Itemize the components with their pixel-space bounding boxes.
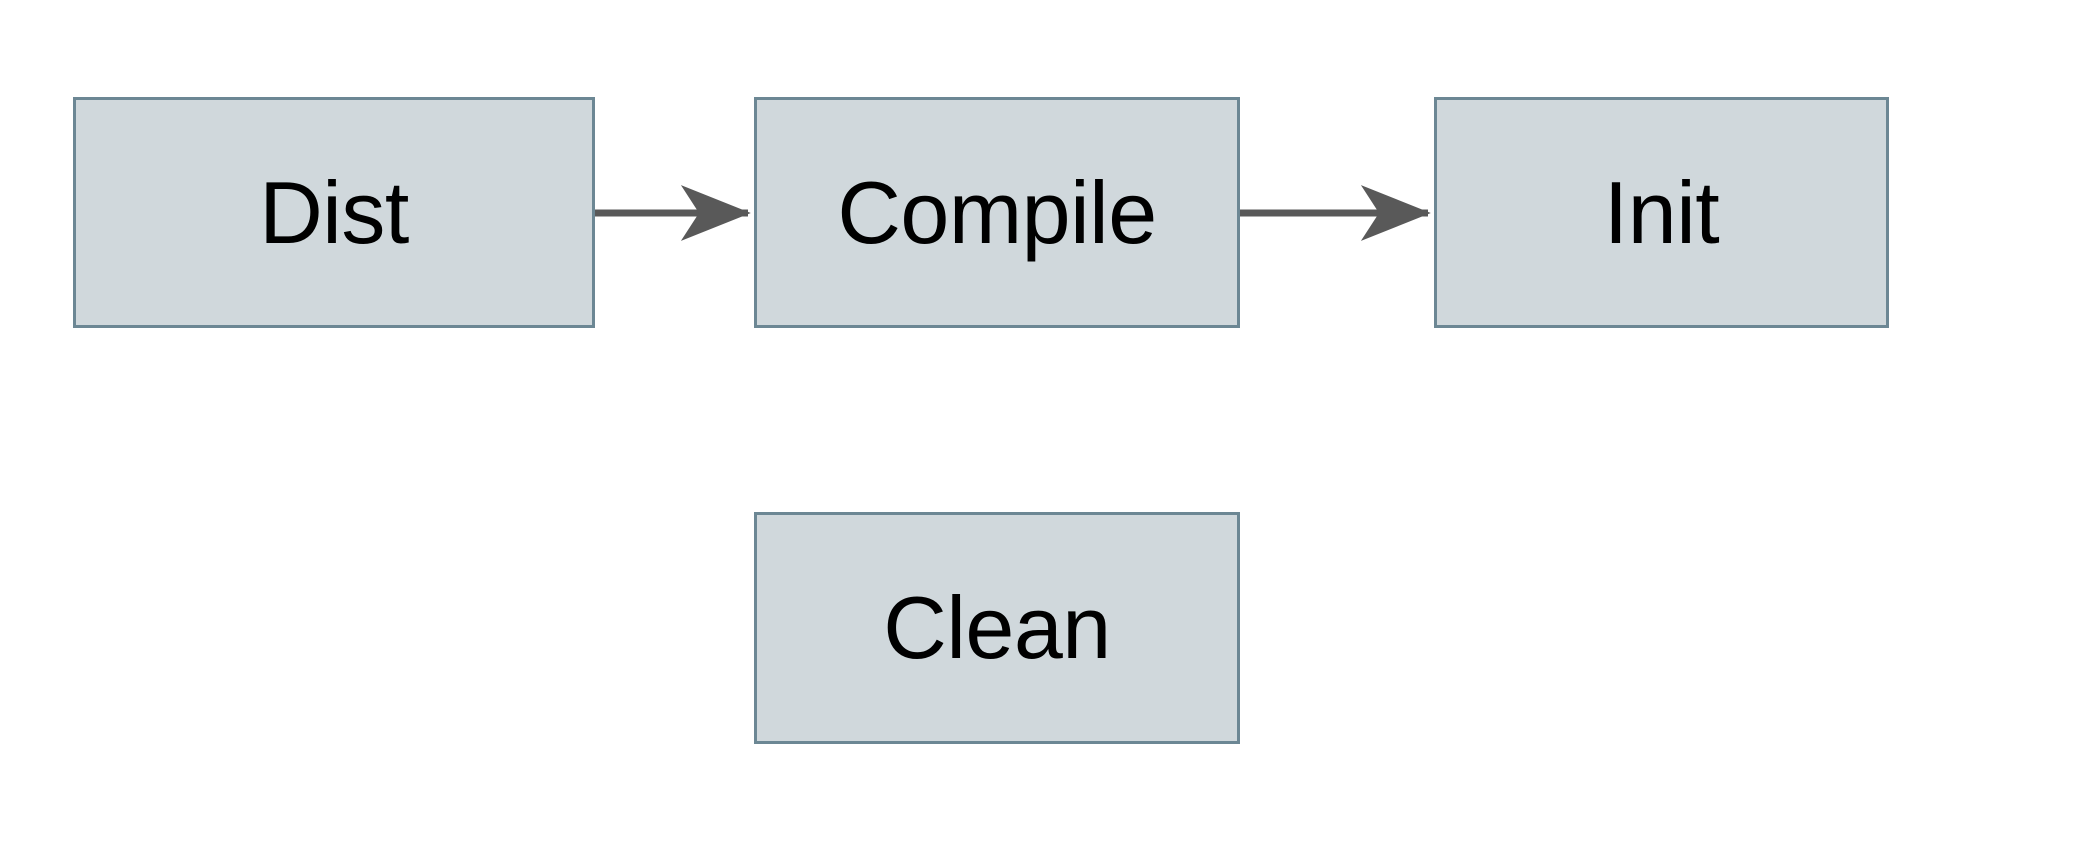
node-clean-label: Clean xyxy=(883,578,1111,677)
node-init[interactable]: Init xyxy=(1434,97,1889,328)
node-dist[interactable]: Dist xyxy=(73,97,595,328)
node-compile-label: Compile xyxy=(837,162,1157,262)
node-init-label: Init xyxy=(1603,162,1720,262)
node-clean[interactable]: Clean xyxy=(754,512,1240,744)
node-dist-label: Dist xyxy=(259,162,409,262)
edge-compile-init-hitarea[interactable] xyxy=(1240,196,1434,230)
edge-dist-compile-hitarea[interactable] xyxy=(595,196,754,230)
node-compile[interactable]: Compile xyxy=(754,97,1240,328)
